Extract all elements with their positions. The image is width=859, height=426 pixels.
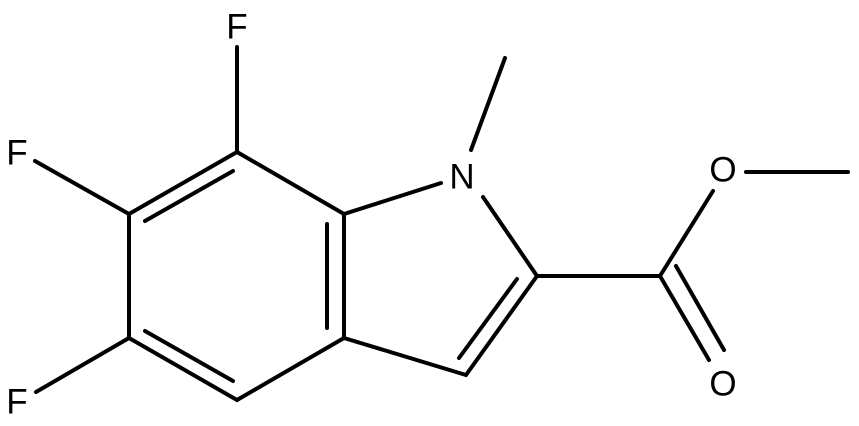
bond-c7a-n1 [342, 181, 443, 216]
bond-c6-fleft [33, 159, 131, 216]
bond-n1-c2 [481, 195, 539, 278]
atom-o-carbonyl: O [709, 365, 736, 404]
bond-c5-c4 [127, 336, 239, 402]
bond-c3-c3a [342, 336, 468, 377]
bond-c5-c4-inner [143, 329, 235, 383]
atom-o-ether: O [709, 151, 736, 190]
bond-c2-c3 [464, 274, 539, 377]
bond-c2-c3-inner [457, 277, 519, 360]
bond-carbonyl-double-b [674, 264, 726, 352]
bond-ccarbonyl-oether [658, 189, 715, 278]
bond-c7-c6 [127, 150, 239, 216]
bond-c7a-c7 [235, 150, 346, 216]
atom-f-top: F [226, 8, 247, 47]
bond-c4-c3a [235, 336, 346, 402]
bond-c5-fbottom [34, 336, 131, 394]
atom-f-bottom: F [6, 383, 27, 422]
atom-f-left: F [6, 134, 27, 173]
bond-carbonyl-double-a [658, 274, 711, 362]
atom-n: N [449, 158, 474, 197]
bond-n1-methyl [469, 56, 507, 152]
bond-c7-c6-inner [143, 169, 235, 223]
